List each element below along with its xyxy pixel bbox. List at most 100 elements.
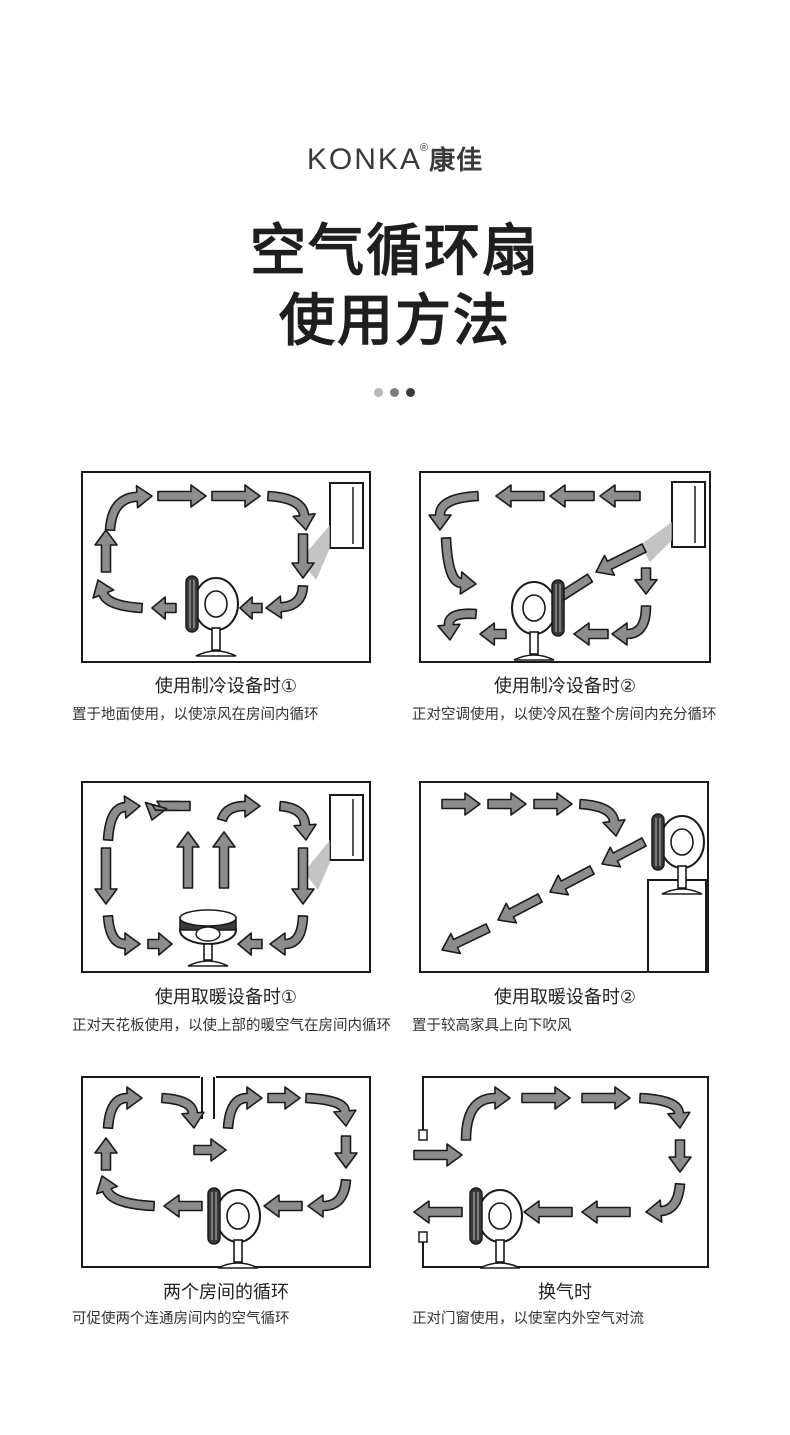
cold-air-plume [640,522,672,562]
airflow-arrow [578,798,626,837]
airflow-arrow [267,1086,301,1110]
airflow-arrow [638,1092,691,1129]
airflow-arrow [193,1138,227,1162]
airflow-arrow [94,1137,118,1171]
scenario-caption: 使用取暖设备时① [154,987,298,1008]
airflow-arrow [211,484,261,508]
airflow-arrow [163,1194,203,1218]
airflow-arrow [291,533,315,579]
airflow-arrow [102,1086,143,1130]
airflow-arrow [92,579,144,614]
circulator-fan-icon [185,575,239,657]
airflow-arrow [334,1135,358,1169]
airflow-arrow [601,837,647,868]
tall-furniture-outline [647,879,707,973]
scenario-description: 可促使两个连通房间内的空气循环 [72,1311,290,1327]
scenario-description: 置于地面使用，以使凉风在房间内循环 [72,707,319,723]
airflow-arrow [147,932,173,956]
airflow-arrow [102,795,141,842]
airflow-arrow [460,1086,511,1141]
airflow-arrow [549,484,595,508]
room-outline [419,781,709,973]
airflow-arrow [413,1200,463,1224]
airflow-arrow [104,484,153,532]
airflow-arrow [239,596,263,620]
airflow-arrow [573,622,609,646]
airflow-arrow [222,1086,263,1130]
pagination-dot [390,388,399,397]
window-frame-icon [418,1231,428,1243]
airflow-arrow [595,543,647,576]
brand-chinese: 康佳 [429,145,484,175]
scenario-caption: 使用取暖设备时② [493,987,637,1008]
airflow-arrow [495,484,545,508]
room-outline [419,471,711,663]
airflow-arrow [304,1092,357,1127]
airflow-arrow [413,1143,463,1167]
airflow-arrow [441,923,491,955]
airflow-arrow [94,529,118,573]
room-outline [81,471,371,663]
airflow-arrow [160,1092,205,1129]
circulator-fan-icon [207,1187,261,1269]
airflow-arrow [428,490,480,531]
airflow-arrow [157,484,207,508]
circulator-fan-icon [469,1187,523,1269]
airflow-arrow [95,1175,156,1212]
airflow-arrow [265,584,309,619]
airflow-arrow [497,893,543,924]
doorway-gap [200,1075,216,1119]
brand-latin: KONKA [306,143,422,176]
airflow-arrow [212,831,236,889]
scenario-description: 正对门窗使用，以使室内外空气对流 [412,1311,644,1327]
airflow-arrow [581,1200,631,1224]
air-conditioner-icon [329,482,364,549]
airflow-arrow [549,865,595,896]
pagination-dot [406,388,415,397]
airflow-arrow [645,1182,686,1223]
brand-registered-mark: ® [419,142,430,154]
airflow-arrow [151,596,177,620]
air-conditioner-icon [329,794,364,861]
airflow-arrow [278,800,317,841]
airflow-arrow [581,1086,631,1110]
airflow-arrow [668,1139,692,1173]
airflow-arrow [611,605,652,646]
scenario-description: 正对天花板使用，以使上部的暖空气在房间内循环 [72,1018,391,1034]
scenario-caption: 换气时 [538,1282,592,1303]
airflow-arrow [216,794,261,823]
circulator-fan-icon [651,813,705,895]
airflow-arrow [176,831,200,889]
page-title-line1: 空气循环扇 [250,219,540,284]
airflow-arrow [266,490,316,531]
airflow-arrow [237,932,263,956]
airflow-arrow [263,1194,303,1218]
airflow-arrow [634,567,658,595]
airflow-arrow [521,1086,571,1110]
air-conditioner-icon [671,481,706,548]
window-frame-icon [418,1129,428,1141]
scenario-caption: 使用制冷设备时② [493,676,637,697]
airflow-arrow [102,914,141,956]
cold-air-plume [304,840,330,890]
airflow-arrow [307,1178,352,1218]
airflow-arrow [441,792,481,816]
room-outline [422,1076,709,1268]
room-outline [81,781,371,973]
circulator-fan-up-icon [179,909,237,967]
airflow-arrow [291,847,315,905]
airflow-arrow [479,622,507,646]
airflow-arrow [523,1200,573,1224]
scenario-caption: 两个房间的循环 [163,1282,289,1303]
airflow-arrow [440,536,477,595]
pagination-dots [374,388,422,400]
brand-logo: KONKA®康佳 [0,140,790,177]
pagination-dot [374,388,383,397]
airflow-arrow [599,484,641,508]
scenario-description: 正对空调使用，以使冷风在整个房间内充分循环 [412,707,717,723]
airflow-arrow [269,915,309,956]
airflow-arrow [144,800,191,821]
page-title-line2: 使用方法 [279,289,511,354]
scenario-caption: 使用制冷设备时① [154,676,298,697]
airflow-arrow [533,792,573,816]
